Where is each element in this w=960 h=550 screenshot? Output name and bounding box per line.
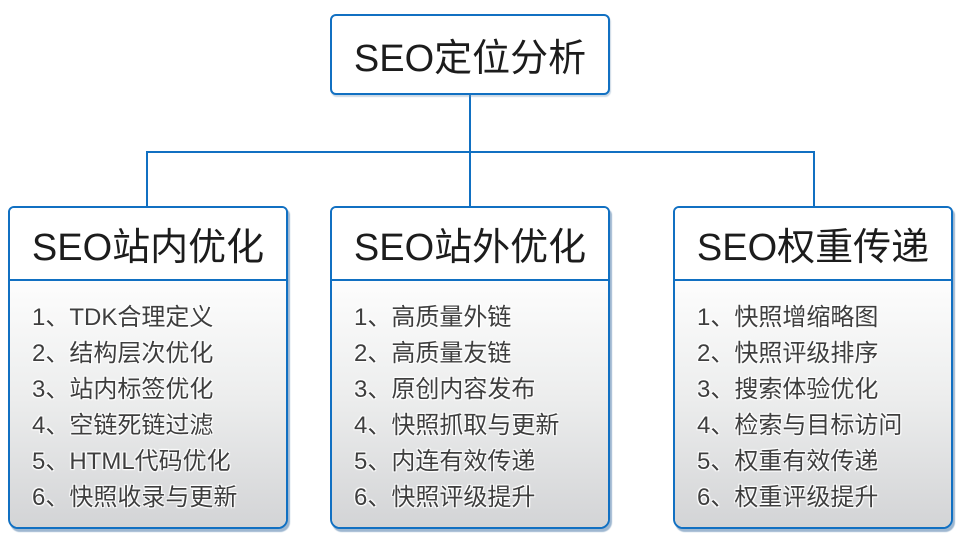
branch-item-list: 1、高质量外链 2、高质量友链 3、原创内容发布 4、快照抓取与更新 5、内连有… xyxy=(354,300,608,516)
branch-title: SEO站外优化 xyxy=(353,227,587,269)
list-item: 6、权重评级提升 xyxy=(697,484,879,511)
list-item: 4、检索与目标访问 xyxy=(697,412,903,439)
root-node-label: SEO定位分析 xyxy=(353,38,587,80)
list-item: 3、站内标签优化 xyxy=(32,376,214,403)
branch-title: SEO权重传递 xyxy=(696,227,930,269)
branch-onsite-optimization: SEO站内优化 1、TDK合理定义 2、结构层次优化 3、站内标签优化 4、空链… xyxy=(8,206,288,529)
branch-weight-transfer: SEO权重传递 1、快照增缩略图 2、快照评级排序 3、搜索体验优化 4、检索与… xyxy=(673,206,953,529)
branch-body: 1、快照增缩略图 2、快照评级排序 3、搜索体验优化 4、检索与目标访问 5、权… xyxy=(675,281,951,527)
list-item: 1、快照增缩略图 xyxy=(697,304,879,331)
list-item: 5、内连有效传递 xyxy=(354,448,536,475)
branch-body: 1、高质量外链 2、高质量友链 3、原创内容发布 4、快照抓取与更新 5、内连有… xyxy=(332,281,608,527)
branch-body: 1、TDK合理定义 2、结构层次优化 3、站内标签优化 4、空链死链过滤 5、H… xyxy=(10,281,286,527)
list-item: 3、原创内容发布 xyxy=(354,376,536,403)
list-item: 3、搜索体验优化 xyxy=(697,376,879,403)
connector-right-drop xyxy=(813,151,815,207)
branch-header: SEO权重传递 xyxy=(675,208,951,281)
connector-middle-drop xyxy=(469,151,471,207)
list-item: 1、TDK合理定义 xyxy=(32,304,214,331)
branch-title: SEO站内优化 xyxy=(31,227,265,269)
list-item: 6、快照评级提升 xyxy=(354,484,536,511)
branch-header: SEO站外优化 xyxy=(332,208,608,281)
connector-left-drop xyxy=(146,151,148,207)
branch-header: SEO站内优化 xyxy=(10,208,286,281)
list-item: 2、结构层次优化 xyxy=(32,340,214,367)
list-item: 2、快照评级排序 xyxy=(697,340,879,367)
branch-item-list: 1、TDK合理定义 2、结构层次优化 3、站内标签优化 4、空链死链过滤 5、H… xyxy=(32,300,286,516)
list-item: 1、高质量外链 xyxy=(354,304,512,331)
list-item: 4、快照抓取与更新 xyxy=(354,412,560,439)
list-item: 5、权重有效传递 xyxy=(697,448,879,475)
connector-root-vertical xyxy=(469,94,471,153)
connector-horizontal xyxy=(146,151,815,153)
list-item: 6、快照收录与更新 xyxy=(32,484,238,511)
branch-item-list: 1、快照增缩略图 2、快照评级排序 3、搜索体验优化 4、检索与目标访问 5、权… xyxy=(697,300,951,516)
list-item: 4、空链死链过滤 xyxy=(32,412,214,439)
list-item: 2、高质量友链 xyxy=(354,340,512,367)
list-item: 5、HTML代码优化 xyxy=(32,448,231,475)
root-node: SEO定位分析 xyxy=(330,14,610,95)
branch-offsite-optimization: SEO站外优化 1、高质量外链 2、高质量友链 3、原创内容发布 4、快照抓取与… xyxy=(330,206,610,529)
